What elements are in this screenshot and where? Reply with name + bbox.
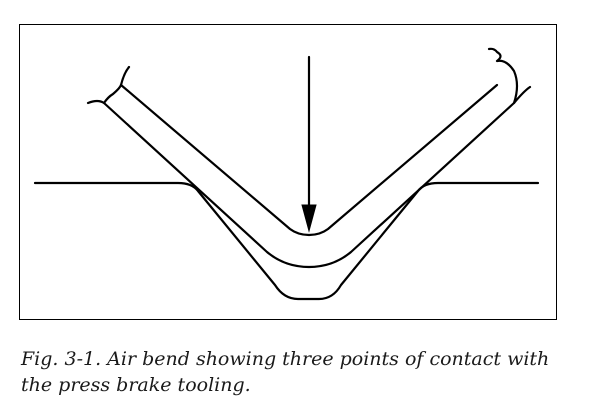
punch-force-arrowhead [301, 204, 317, 233]
workpiece-right-break-edge [487, 47, 532, 105]
air-bend-diagram [33, 47, 540, 301]
figure-caption: Fig. 3-1. Air bend showing three points … [21, 348, 550, 396]
figure-frame [19, 24, 557, 320]
die-outline [33, 181, 540, 301]
workpiece-inner-surface [119, 83, 499, 237]
workpiece-outer-surface [102, 101, 516, 269]
workpiece-left-break-edge [86, 65, 131, 105]
